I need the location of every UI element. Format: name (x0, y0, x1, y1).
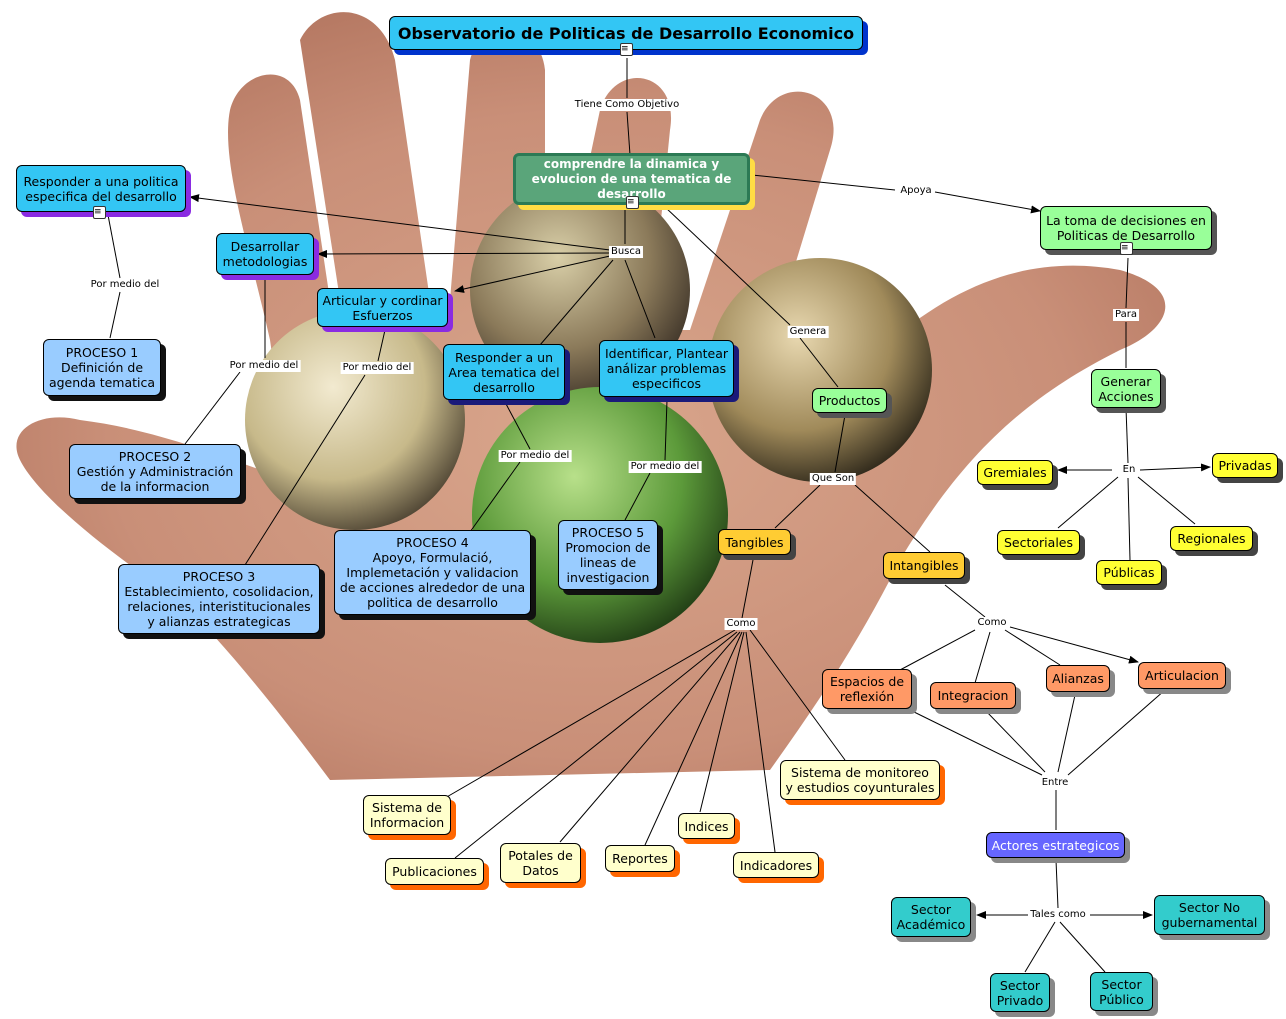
node-proceso-5[interactable]: PROCESO 5 Promocion de lineas de investi… (558, 520, 658, 590)
link-label-por-medio-del: Por medio del (628, 461, 702, 473)
node-sectoriales[interactable]: Sectoriales (997, 530, 1080, 555)
node-reportes[interactable]: Reportes (605, 845, 675, 872)
title-node[interactable]: Observatorio de Politicas de Desarrollo … (389, 16, 863, 50)
node-proceso-2[interactable]: PROCESO 2 Gestión y Administración de la… (69, 444, 241, 499)
node-espacios-reflexion[interactable]: Espacios de reflexión (822, 669, 912, 709)
node-desarrollar-metodologias[interactable]: Desarrollar metodologias (216, 233, 314, 275)
link-label-que-son: Que Son (809, 473, 857, 485)
link-label-busca: Busca (608, 246, 644, 258)
link-label-para: Para (1113, 309, 1139, 321)
node-articular[interactable]: Articular y cordinar Esfuerzos (317, 288, 448, 327)
link-label-por-medio-del: Por medio del (227, 360, 301, 372)
node-responder-politica[interactable]: Responder a una politica especifica del … (16, 165, 186, 212)
link-label-por-medio-del: Por medio del (88, 279, 162, 291)
document-icon[interactable]: ≡ (93, 206, 106, 219)
node-sector-publico[interactable]: Sector Público (1090, 972, 1153, 1011)
link-label-en: En (1120, 464, 1138, 476)
link-label-por-medio-del: Por medio del (498, 450, 572, 462)
node-tangibles[interactable]: Tangibles (718, 529, 791, 555)
node-sector-academico[interactable]: Sector Académico (891, 897, 971, 937)
link-label-genera: Genera (787, 326, 829, 338)
link-label-apoya: Apoya (898, 185, 934, 197)
document-icon[interactable]: ≡ (1120, 242, 1133, 255)
central-concept-node[interactable]: comprendre la dinamica y evolucion de un… (513, 153, 750, 205)
node-responder-area[interactable]: Responder a un Area tematica del desarro… (443, 344, 565, 400)
node-privadas[interactable]: Privadas (1212, 453, 1278, 478)
node-identificar[interactable]: Identificar, Plantear análizar problemas… (599, 340, 734, 397)
node-productos[interactable]: Productos (812, 388, 887, 413)
node-alianzas[interactable]: Alianzas (1046, 665, 1110, 692)
node-proceso-4[interactable]: PROCESO 4 Apoyo, Formulació, Implemetaci… (334, 530, 531, 615)
link-label-entre: Entre (1039, 777, 1071, 789)
node-toma-decisiones[interactable]: La toma de decisiones en Politicas de De… (1040, 206, 1212, 250)
node-integracion[interactable]: Integracion (930, 682, 1016, 709)
node-regionales[interactable]: Regionales (1170, 526, 1253, 551)
node-intangibles[interactable]: Intangibles (883, 552, 965, 579)
node-gremiales[interactable]: Gremiales (977, 460, 1053, 485)
link-label-tiene-como-objetivo: Tiene Como Objetivo (572, 99, 682, 111)
node-publicaciones[interactable]: Publicaciones (385, 858, 484, 885)
node-indices[interactable]: Indices (678, 813, 735, 839)
node-sistema-informacion[interactable]: Sistema de Informacion (363, 795, 451, 835)
node-publicas[interactable]: Públicas (1096, 560, 1162, 585)
link-label-por-medio-del: Por medio del (340, 362, 414, 374)
node-sector-no-gubernamental[interactable]: Sector No gubernamental (1154, 895, 1265, 935)
page-title: Observatorio de Politicas de Desarrollo … (397, 23, 855, 43)
node-sistema-monitoreo[interactable]: Sistema de monitoreo y estudios coyuntur… (780, 760, 940, 800)
photo-sphere-worker (708, 258, 932, 482)
node-articulacion[interactable]: Articulacion (1138, 662, 1226, 689)
link-label-como: Como (975, 617, 1009, 629)
document-icon[interactable]: ≡ (620, 43, 633, 56)
link-label-como: Como (724, 618, 758, 630)
node-proceso-1[interactable]: PROCESO 1 Definición de agenda tematica (43, 339, 161, 396)
node-proceso-3[interactable]: PROCESO 3 Establecimiento, cosolidacion,… (118, 564, 320, 634)
link-label-tales-como: Tales como (1028, 909, 1088, 921)
node-indicadores[interactable]: Indicadores (733, 852, 819, 878)
node-generar-acciones[interactable]: Generar Acciones (1091, 369, 1161, 408)
node-actores-estrategicos[interactable]: Actores estrategicos (986, 832, 1125, 858)
node-potales-datos[interactable]: Potales de Datos (500, 843, 581, 883)
document-icon[interactable]: ≡ (626, 196, 639, 209)
node-sector-privado[interactable]: Sector Privado (990, 973, 1050, 1012)
